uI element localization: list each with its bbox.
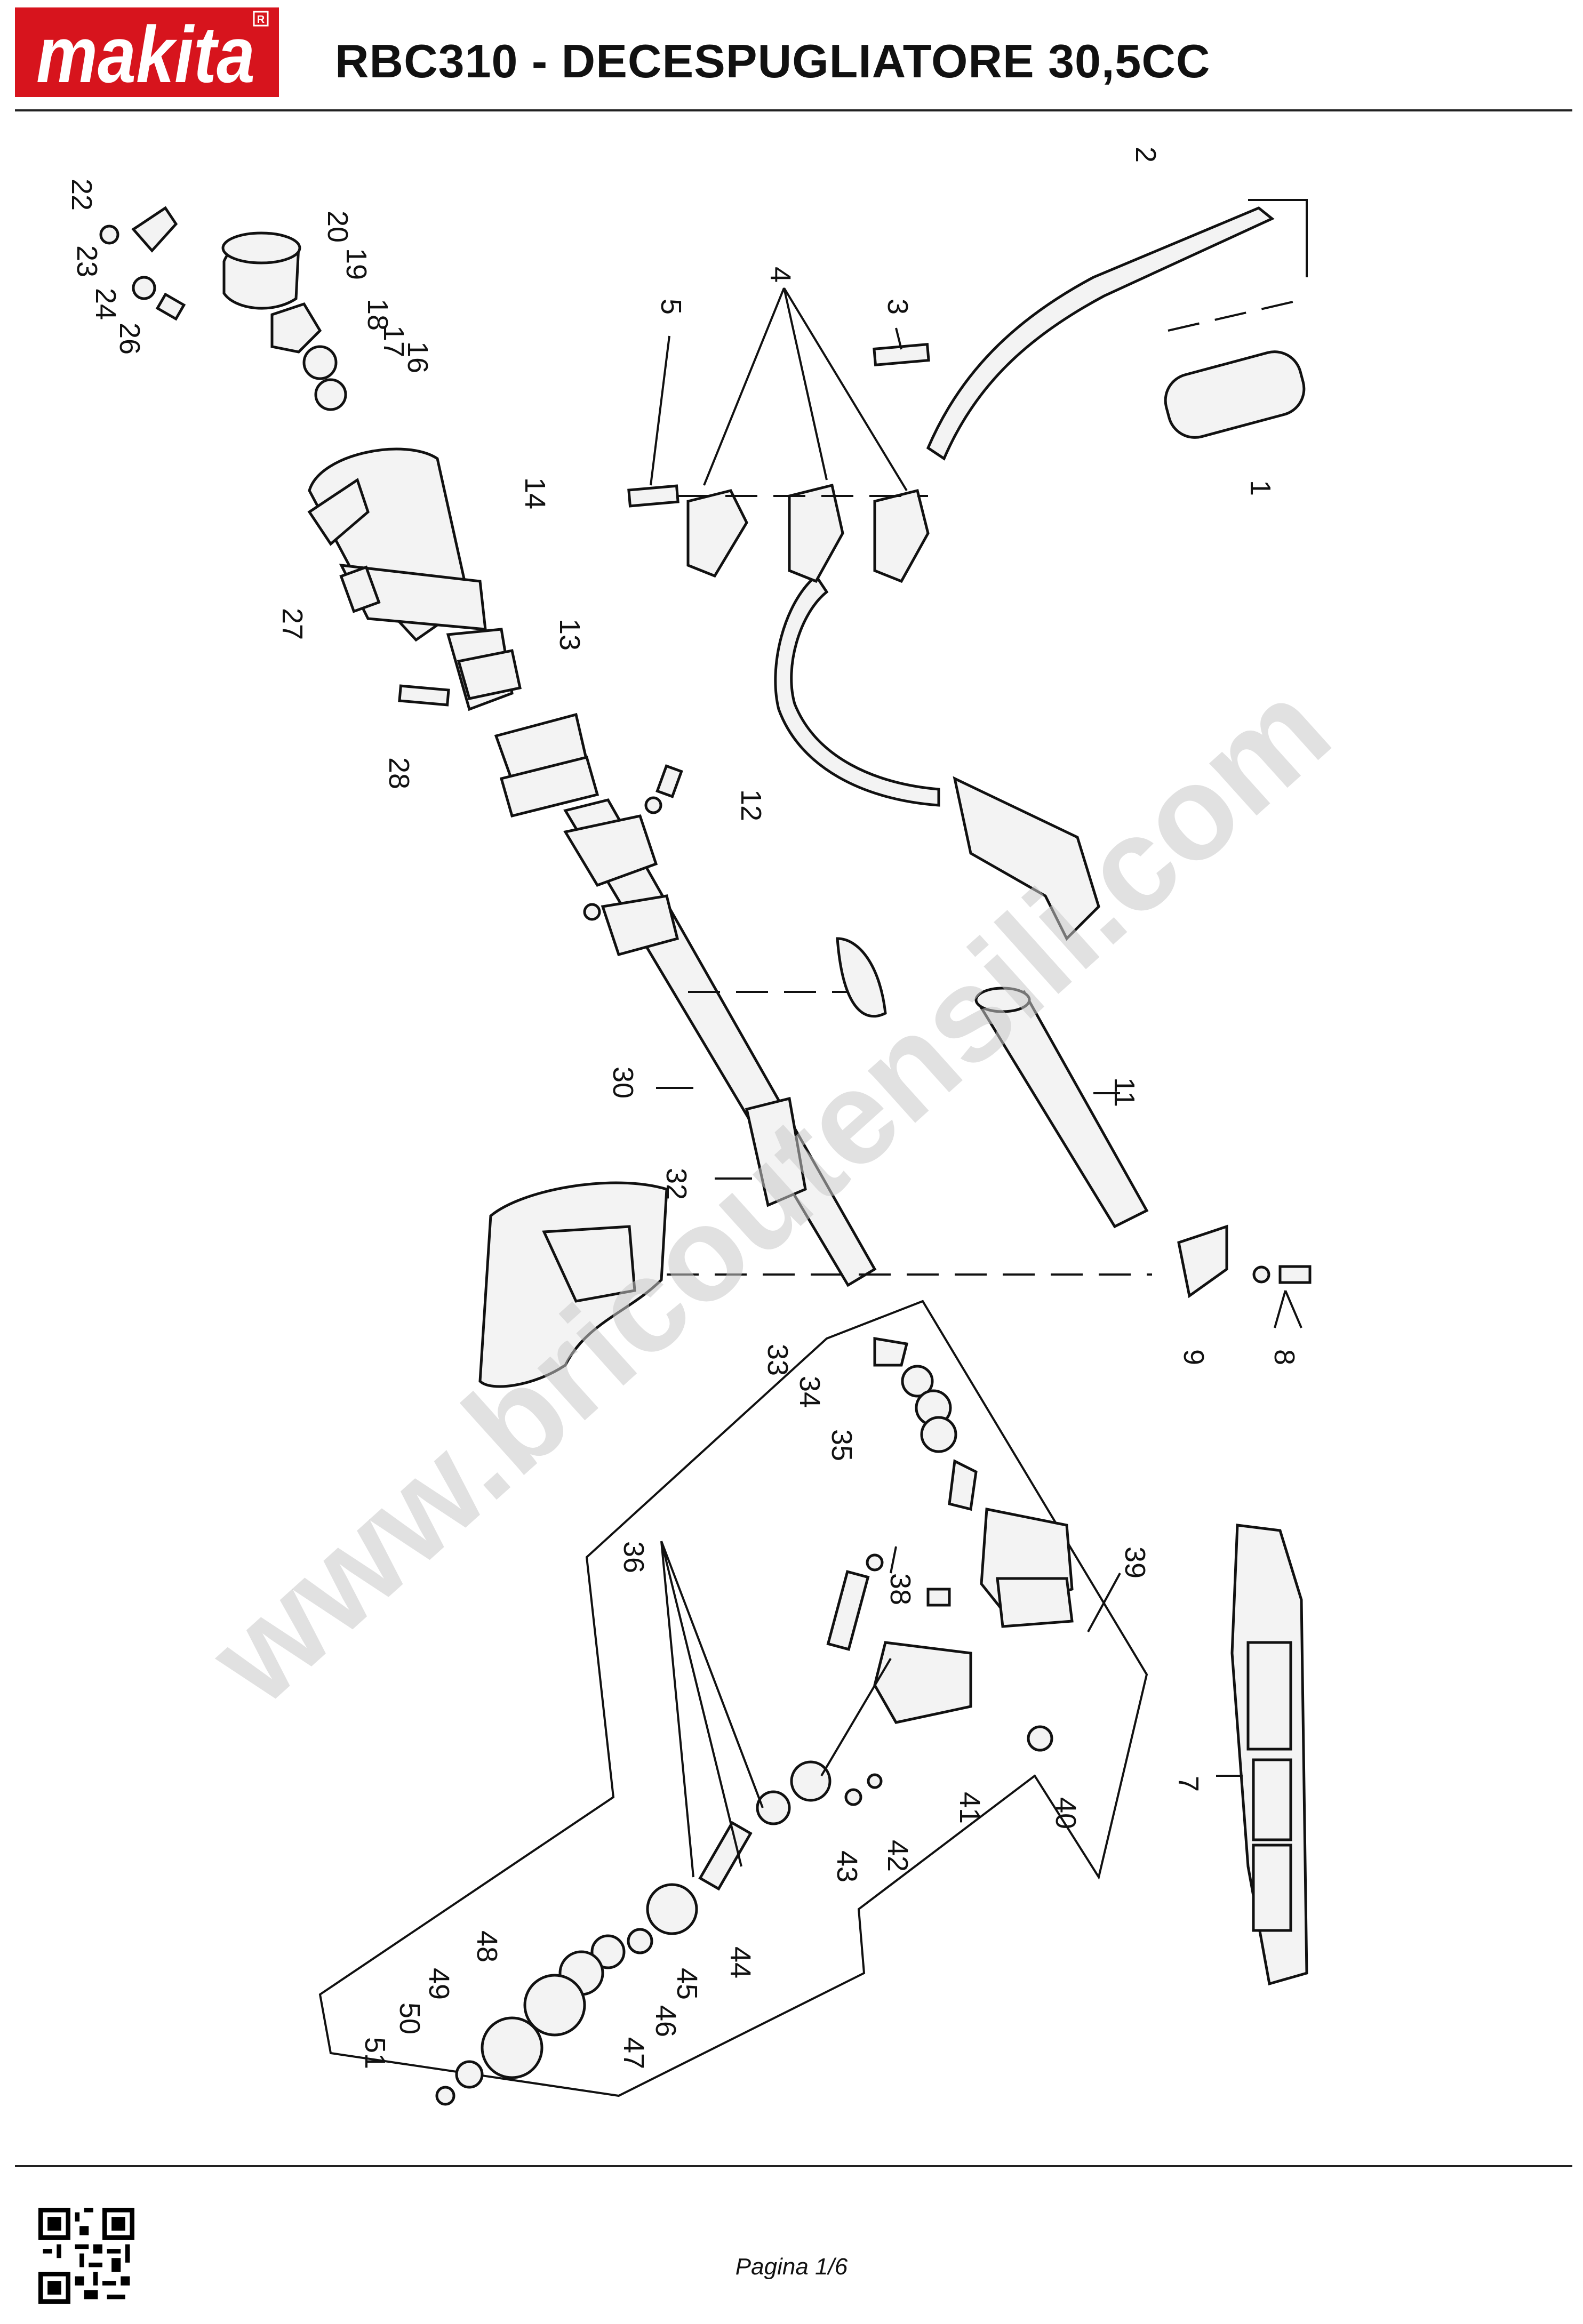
part-number: 43 [831,1850,863,1882]
part-number: 17 [378,325,410,357]
part-number: 7 [1172,1776,1204,1792]
part-number: 36 [618,1541,650,1573]
svg-text:R: R [257,14,265,26]
part-number: 20 [322,211,354,243]
part-number: 35 [826,1429,858,1461]
part-number: 2 [1130,147,1162,163]
part-number: 46 [650,2005,682,2037]
page-number: Pagina 1/6 [735,2254,848,2280]
engine-mount-assembly [99,206,599,818]
page-title: RBC310 - DECESPUGLIATORE 30,5CC [335,35,1211,87]
part-number: 3 [882,299,914,315]
part-number: 23 [71,245,103,277]
part-number: 49 [423,1968,455,2000]
part-number: 8 [1268,1349,1300,1365]
qr-code-icon [38,2208,134,2304]
part-number: 42 [882,1840,914,1872]
part-number: 39 [1119,1546,1151,1578]
part-number: 50 [394,2002,426,2034]
part-number: 47 [618,2037,650,2069]
part-number: 26 [114,323,146,355]
part-number: 51 [359,2037,391,2069]
part-number: 48 [471,1930,503,1962]
guard-assembly [478,1181,1312,1388]
part-number: 4 [764,267,796,283]
brand-text: makita [36,10,255,97]
part-number: 12 [735,789,767,821]
gear-head-assembly [318,1300,1148,2106]
part-number: 1 [1244,480,1276,496]
part-number: 32 [660,1168,692,1200]
harness-strap [1216,1524,1308,1986]
page-header: R makita RBC310 - DECESPUGLIATORE 30,5CC [0,0,1583,112]
part-number: 16 [402,341,434,373]
part-number: 11 [1108,1077,1140,1107]
part-number: 18 [362,299,394,331]
part-number: 19 [340,248,372,280]
part-number: 38 [884,1573,916,1605]
makita-logo: R makita [15,7,279,97]
part-number: 9 [1178,1349,1210,1365]
footer-divider [15,2165,1572,2167]
part-number: 34 [794,1376,826,1408]
part-number: 33 [762,1344,794,1376]
exploded-parts-diagram: 1 2 3 4 5 7 8 9 11 12 13 14 16 17 18 19 … [66,147,1312,2106]
part-number: 24 [90,288,122,320]
part-number: 28 [383,757,415,789]
part-number: 45 [671,1968,703,2000]
header-divider [15,109,1572,111]
handlebar-assembly [627,199,1308,941]
part-number: 5 [655,299,687,315]
drive-shaft-assembly [563,764,1149,1287]
part-number: 13 [554,619,586,651]
part-number: 22 [66,179,98,211]
part-number: 44 [724,1946,756,1978]
part-number: 14 [519,477,551,509]
part-number: 27 [276,608,308,640]
part-number: 30 [607,1067,639,1099]
part-number: 41 [954,1792,986,1824]
part-number: 40 [1050,1797,1082,1829]
part-number-labels: 1 2 3 4 5 7 8 9 11 12 13 14 16 17 18 19 … [66,147,1300,2069]
